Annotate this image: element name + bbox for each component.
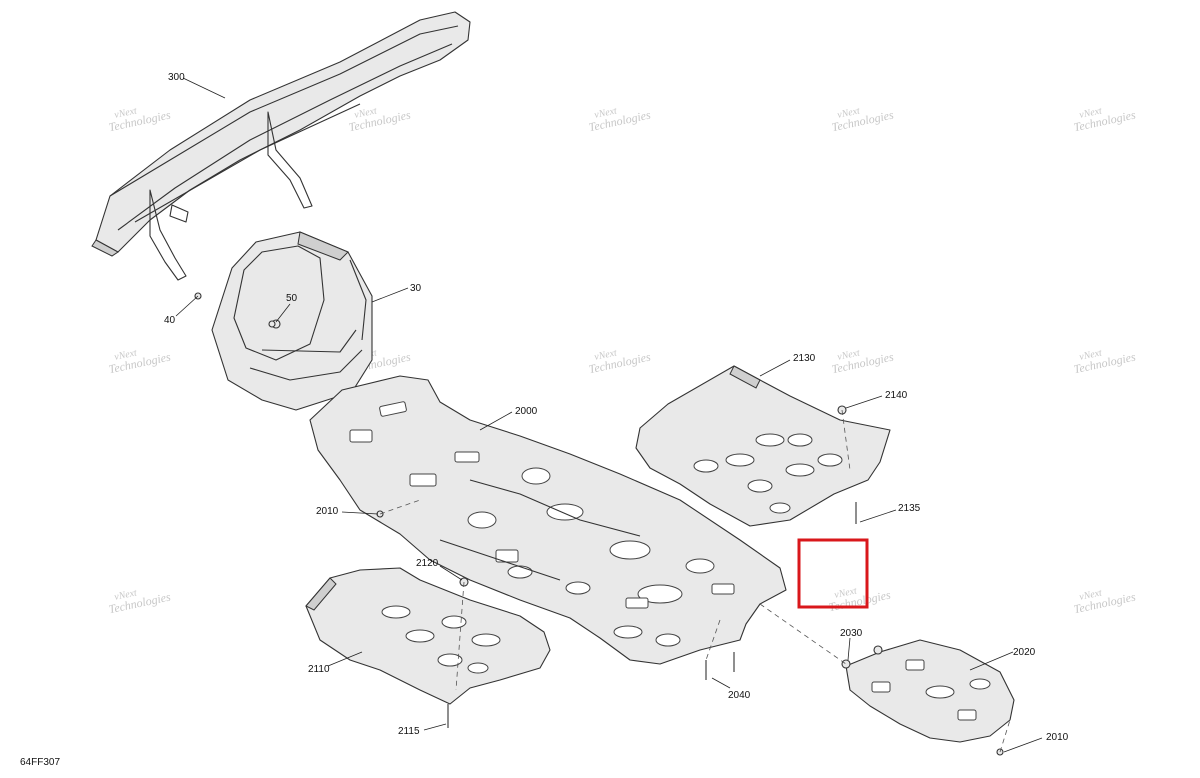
housing-part-30 [211,231,373,411]
fastener-2030b [873,645,883,655]
svg-text:vNext: vNext [836,347,861,363]
leader-lines [175,77,1043,753]
callout-2020: 2020 [1013,647,1036,658]
callout-2000: 2000 [515,406,538,417]
svg-text:vNext: vNext [1078,105,1103,121]
skid-plate-part-2110 [305,567,551,705]
callout-40: 40 [164,315,176,326]
svg-text:vNext: vNext [593,347,618,363]
svg-text:vNext: vNext [833,585,858,601]
svg-text:vNext: vNext [113,587,138,603]
callouts: 300 30 40 50 2000 2010 2020 2030 2040 21… [164,72,1069,743]
svg-text:vNext: vNext [113,347,138,363]
callout-300: 300 [168,72,185,83]
figure-id: 64FF307 [20,757,60,768]
callout-50: 50 [286,293,298,304]
nut-50 [268,320,276,328]
callout-2010-right: 2010 [1046,732,1069,743]
callout-2110: 2110 [308,664,330,675]
callout-2135: 2135 [898,503,921,514]
callout-30: 30 [410,283,422,294]
svg-text:vNext: vNext [113,105,138,121]
svg-text:vNext: vNext [836,105,861,121]
callout-2140: 2140 [885,390,908,401]
skid-plate-part-2130 [635,365,891,527]
svg-text:vNext: vNext [353,105,378,121]
skid-plate-part-2020 [845,639,1015,743]
svg-text:vNext: vNext [1078,347,1103,363]
fastener-2030a [841,659,851,669]
skid-plate-part-2000 [309,375,787,665]
svg-text:vNext: vNext [593,105,618,121]
callout-2010-left: 2010 [316,506,339,517]
callout-2040: 2040 [728,690,751,701]
callout-2115: 2115 [398,726,420,737]
callout-2120: 2120 [416,558,439,569]
svg-text:vNext: vNext [1078,587,1103,603]
callout-2030: 2030 [840,628,863,639]
fasteners [194,292,1004,756]
callout-2130: 2130 [793,353,816,364]
alignment-lines [379,409,1011,753]
bumper-part-300 [91,11,471,281]
highlight-box [797,538,869,609]
